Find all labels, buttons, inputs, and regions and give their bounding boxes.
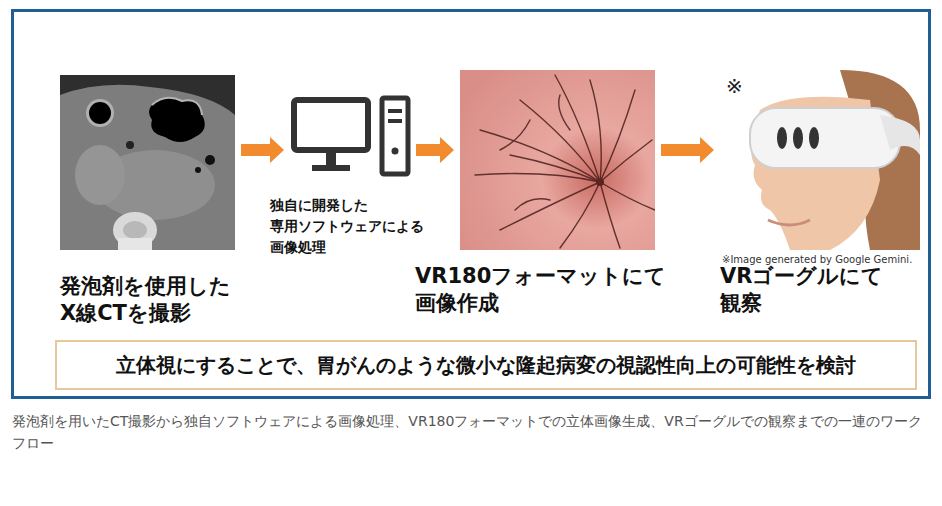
step-node: VRゴーグルにて 観察 <box>720 70 920 250</box>
ct-image <box>60 75 235 250</box>
step-label: 発泡剤を使用した X線CTを撮影 <box>60 273 290 328</box>
step-label: 独自に開発した 専用ソフトウェアによる 画像処理 <box>270 195 445 258</box>
flow-arrow <box>661 137 714 163</box>
step-label: VRゴーグルにて 観察 <box>720 263 895 318</box>
step-label: VR180フォーマットにて 画像作成 <box>415 263 665 318</box>
flow-arrow <box>241 137 284 163</box>
note-box: 立体視にすることで、胃がんのような微小な隆起病変の視認性向上の可能性を検討 <box>55 340 917 390</box>
computer-icon <box>290 95 412 177</box>
caption: 発泡剤を用いたCT撮影から独自ソフトウェアによる画像処理、VR180フォーマット… <box>12 410 930 455</box>
flow-arrow <box>416 137 454 163</box>
arrow-shape <box>661 137 714 163</box>
note-text: 立体視にすることで、胃がんのような微小な隆起病変の視認性向上の可能性を検討 <box>116 352 856 378</box>
step-node: VR180フォーマットにて 画像作成 <box>460 70 655 250</box>
step-node: 発泡剤を使用した X線CTを撮影 <box>60 75 235 250</box>
vr-goggles-photo <box>720 70 920 250</box>
arrow-shape <box>416 137 454 163</box>
note-mark: ※ <box>726 74 743 98</box>
image-credit: ※Image generated by Google Gemini. <box>722 254 912 266</box>
stomach-vr-image <box>460 70 655 250</box>
arrow-shape <box>241 137 284 163</box>
step-node: 独自に開発した 専用ソフトウェアによる 画像処理 <box>290 95 410 175</box>
